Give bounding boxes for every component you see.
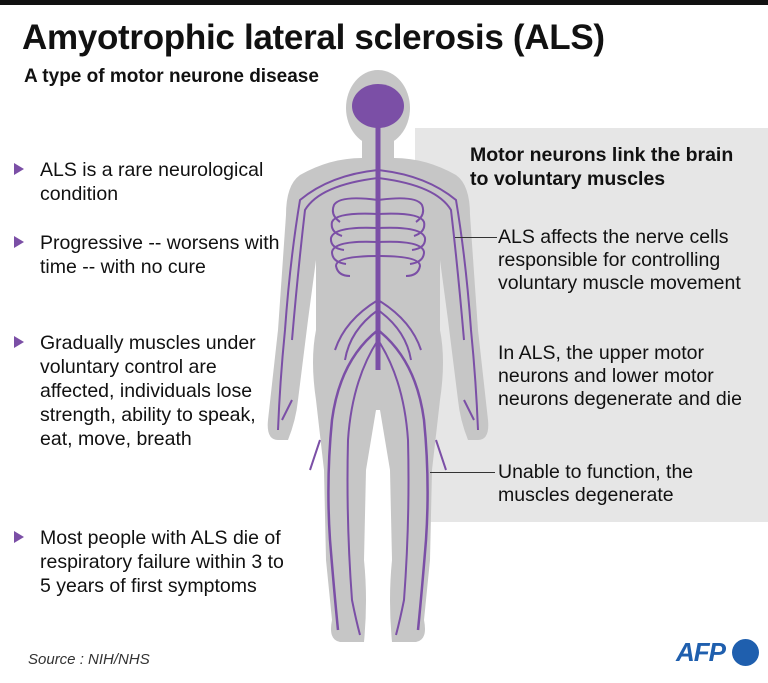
triangle-bullet-icon: [14, 336, 24, 348]
panel-note: In ALS, the upper motor neurons and lowe…: [498, 342, 742, 410]
callout-line: [430, 472, 495, 473]
nerves: [277, 84, 479, 636]
afp-logo: AFP: [676, 637, 726, 667]
panel-note: ALS affects the nerve cells responsible …: [498, 226, 741, 294]
bullet-item: Most people with ALS die of respiratory …: [14, 526, 304, 598]
panel-heading: Motor neurons link the brain to voluntar…: [470, 144, 734, 190]
bullet-item: Progressive -- worsens with time -- with…: [14, 231, 304, 279]
callout-line: [455, 237, 497, 238]
top-bar: [0, 0, 768, 5]
triangle-bullet-icon: [14, 531, 24, 543]
triangle-bullet-icon: [14, 163, 24, 175]
afp-logo-circle-icon: [732, 639, 759, 666]
page-title: Amyotrophic lateral sclerosis (ALS): [22, 18, 605, 57]
bullet-item: Gradually muscles under voluntary contro…: [14, 331, 304, 451]
bullet-item: ALS is a rare neurological condition: [14, 158, 304, 206]
panel-note: Unable to function, the muscles degenera…: [498, 461, 694, 506]
triangle-bullet-icon: [14, 236, 24, 248]
source-credit: Source : NIH/NHS: [28, 651, 150, 668]
page-subtitle: A type of motor neurone disease: [24, 66, 319, 87]
